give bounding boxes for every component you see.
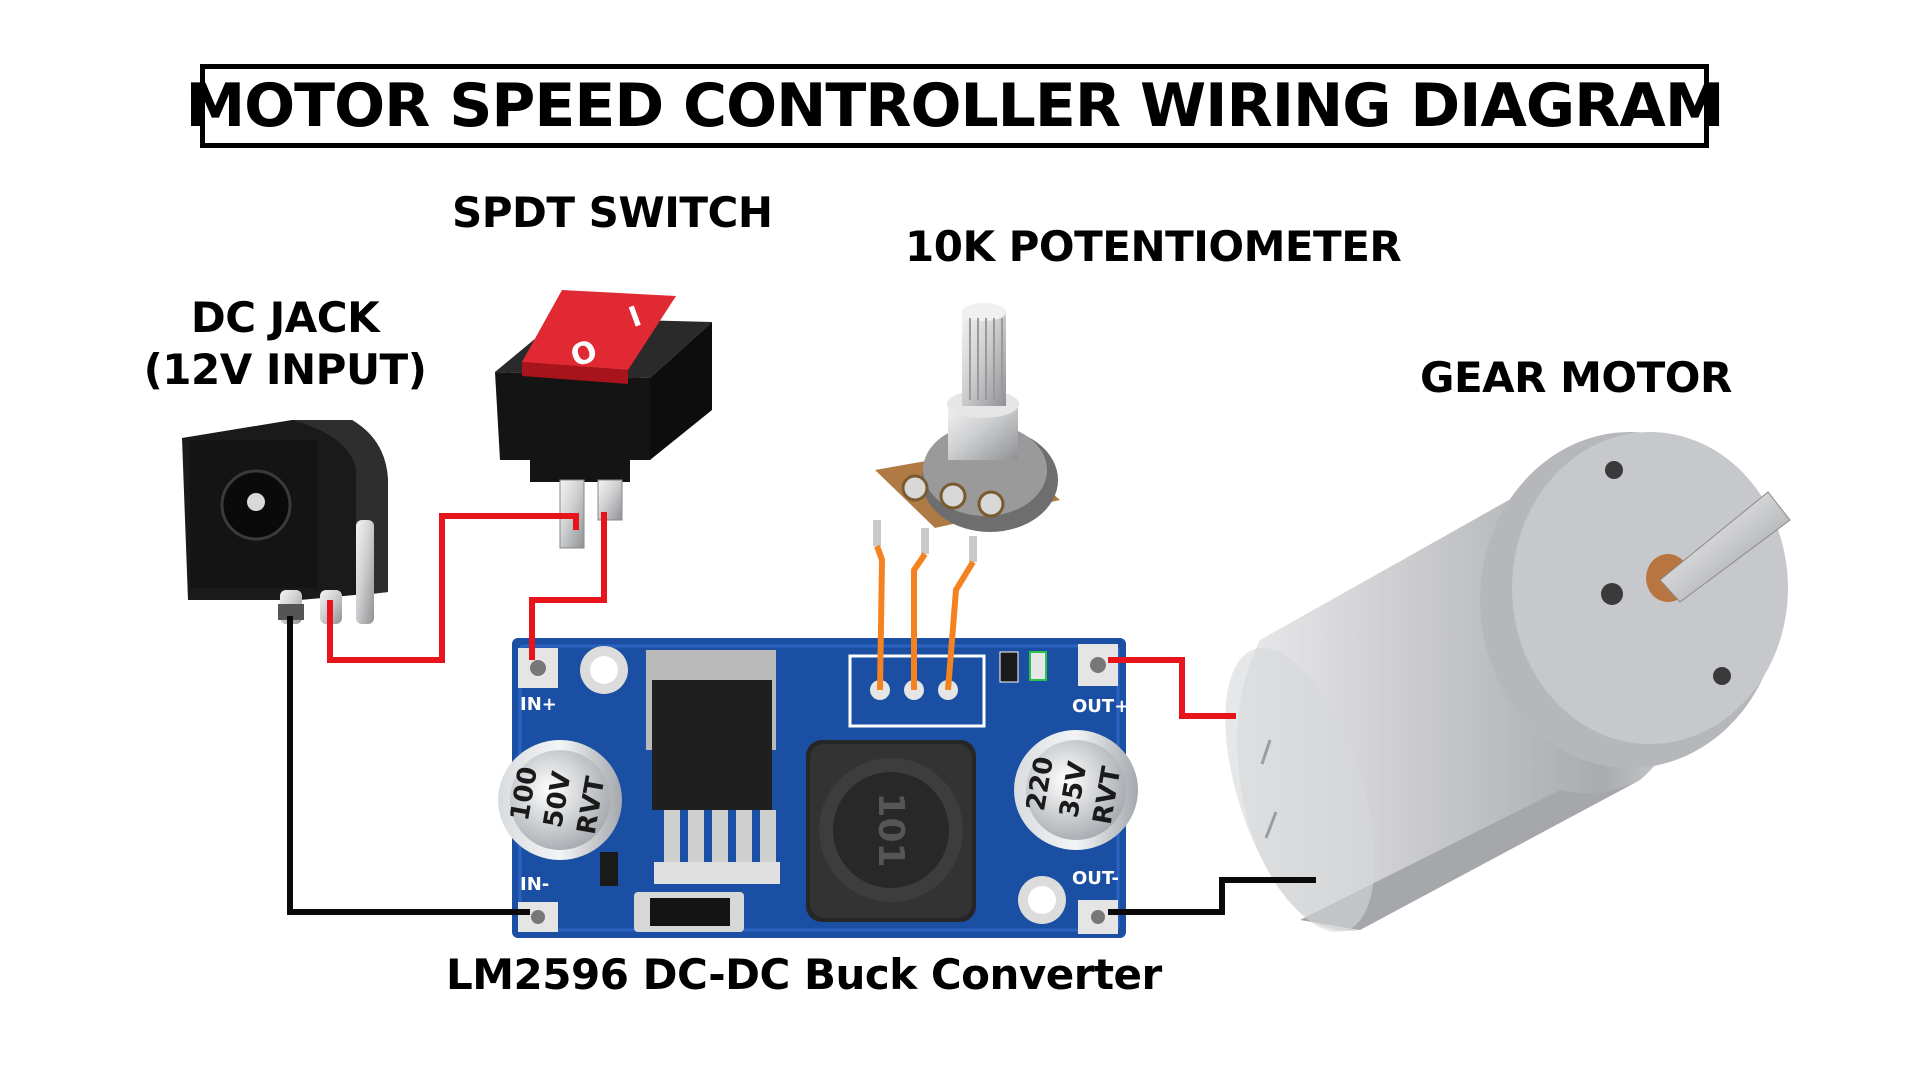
ss34-diode	[650, 898, 730, 926]
smd-diode-small	[600, 852, 618, 886]
pot-legs	[873, 520, 977, 562]
dc-jack	[182, 420, 388, 624]
potentiometer	[873, 303, 1060, 562]
output-capacitor: 220 35V RVT	[1014, 730, 1138, 850]
spdt-switch: O I	[495, 290, 712, 549]
label-out-plus: OUT+	[1072, 696, 1129, 717]
wire-pot-1	[874, 544, 886, 691]
converter-label: LM2596 DC-DC Buck Converter	[446, 950, 1162, 999]
dc-jack-label-line2: (12V INPUT)	[143, 345, 427, 394]
inductor: 101	[806, 740, 976, 922]
label-in-plus: IN+	[520, 694, 557, 715]
wire-out-minus-to-motor	[1108, 877, 1316, 915]
wire-jack-to-switch	[327, 513, 579, 663]
switch-label: SPDT SWITCH	[452, 188, 773, 237]
motor-shaft	[1659, 491, 1791, 603]
wire-pot-2	[911, 552, 928, 690]
smd-resistor	[999, 651, 1019, 683]
wire-jack-to-in-minus	[287, 616, 530, 915]
inductor-marking: 101	[870, 792, 911, 867]
pot-terminal-2	[939, 482, 967, 510]
ic-body	[652, 680, 772, 810]
ic-legs	[664, 810, 776, 866]
lm2596-ic	[646, 650, 780, 884]
pot-terminal-1	[901, 474, 929, 502]
pot-terminal-3	[977, 490, 1005, 518]
wire-out-plus-to-motor	[1108, 657, 1236, 719]
switch-rocker-edge	[522, 362, 628, 384]
wire-pot-3	[945, 560, 976, 691]
wires	[287, 512, 1316, 915]
input-capacitor: 100 50V RVT	[498, 740, 622, 860]
switch-base	[530, 460, 630, 482]
motor-screw-1	[1605, 461, 1623, 479]
pot-shaft-top	[962, 303, 1006, 321]
dc-jack-label-line1: DC JACK	[190, 293, 380, 342]
pot-shaft	[962, 310, 1006, 406]
wire-switch-to-in-plus	[529, 512, 607, 660]
motor-label: GEAR MOTOR	[1420, 353, 1732, 402]
switch-bezel-side	[650, 322, 712, 460]
smd-led	[1029, 651, 1047, 681]
pot-shaft-knurl	[969, 318, 1003, 400]
dc-jack-label: DC JACK (12V INPUT)	[130, 292, 440, 396]
buck-converter: IN+ IN- OUT+ OUT-	[498, 638, 1138, 938]
potentiometer-label: 10K POTENTIOMETER	[905, 222, 1402, 271]
gear-motor	[1225, 432, 1791, 933]
label-out-minus: OUT-	[1072, 868, 1119, 889]
switch-bezel-front	[495, 372, 650, 460]
dc-jack-pin-hole	[278, 604, 304, 620]
diagram-title-frame: MOTOR SPEED CONTROLLER WIRING DIAGRAM	[185, 64, 1725, 148]
diagram-title: MOTOR SPEED CONTROLLER WIRING DIAGRAM	[185, 71, 1724, 141]
motor-screw-3	[1601, 583, 1623, 605]
motor-screw-2	[1713, 667, 1731, 685]
dc-jack-center-pin	[247, 493, 265, 511]
label-in-minus: IN-	[520, 874, 549, 895]
switch-rocker	[522, 290, 676, 370]
dc-jack-side-pin	[356, 520, 374, 624]
